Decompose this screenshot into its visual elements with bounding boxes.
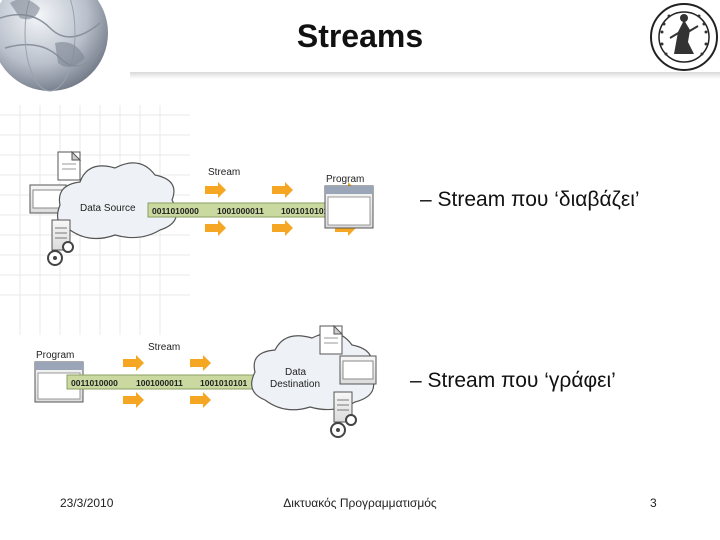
document-icon — [57, 150, 82, 181]
read-stream-diagram: Data Source Stream 0011010000 1001000011… — [29, 150, 374, 266]
write-program-label: Program — [36, 350, 74, 361]
monitor-icon — [29, 184, 67, 214]
bullet-read-stream: – Stream που ‘διαβάζει’ — [420, 188, 640, 211]
data-source-cloud — [57, 162, 178, 240]
bullet-write-stream: – Stream που ‘γράφει’ — [410, 369, 616, 392]
data-source-label: Data Source — [80, 203, 136, 214]
data-destination-label-2: Destination — [270, 379, 320, 390]
data-destination-cloud — [251, 332, 375, 411]
title-underline — [130, 72, 720, 79]
program-window — [324, 185, 374, 229]
read-stream-label: Stream — [208, 167, 240, 178]
gear-icon — [47, 241, 74, 266]
monitor-icon — [339, 355, 377, 385]
globe-logo — [0, 0, 108, 92]
slide-title: Streams — [296, 18, 424, 54]
write-bits-2: 1001000011 — [136, 378, 183, 388]
footer-page-number: 3 — [650, 496, 657, 510]
write-arrows-top — [123, 355, 211, 371]
data-destination-label-1: Data — [285, 367, 307, 378]
read-bits-2: 1001000011 — [217, 206, 264, 216]
footer-course: Δικτυακός Προγραμματισμός — [283, 496, 437, 510]
write-stream-diagram: Program Stream 0011010000 1001000011 100… — [34, 324, 377, 438]
gear-icon — [330, 414, 357, 438]
university-seal — [650, 3, 718, 71]
footer-date: 23/3/2010 — [60, 496, 114, 510]
server-icon — [333, 391, 353, 423]
write-stream-label: Stream — [148, 342, 180, 353]
document-icon — [319, 324, 344, 355]
read-bits-1: 0011010000 — [152, 206, 199, 216]
read-program-label: Program — [326, 174, 364, 185]
read-bits-3: 1001010101 — [281, 206, 329, 216]
write-arrows-bottom — [123, 392, 211, 408]
write-bits-3: 1001010101 — [200, 378, 248, 388]
write-bits-1: 0011010000 — [71, 378, 118, 388]
